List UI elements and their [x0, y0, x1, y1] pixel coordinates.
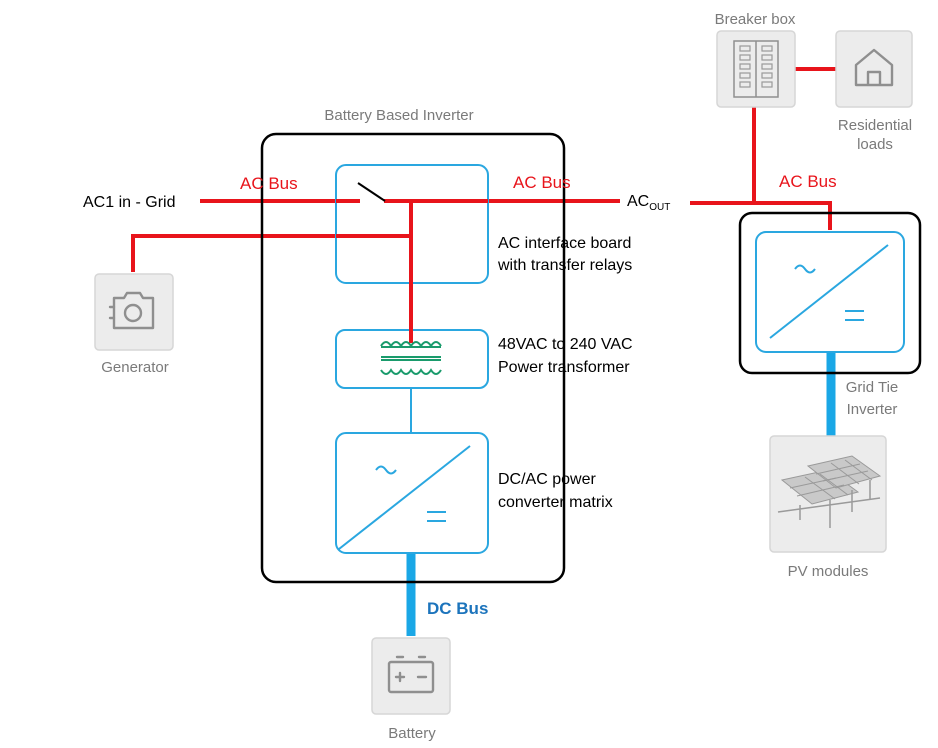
dc-ac-converter	[335, 432, 489, 554]
battery-inverter-title: Battery Based Inverter	[324, 107, 473, 124]
grid-tie-label-line1: Grid Tie	[846, 379, 899, 396]
inverter-icon	[338, 445, 471, 550]
dc-bus-wiring	[406, 351, 836, 636]
inverter-icon	[769, 244, 889, 339]
transformer-label-line2: Power transformer	[498, 359, 630, 376]
transformer-label-line1: 48VAC to 240 VAC	[498, 336, 633, 353]
dc-bus-label: DC Bus	[427, 599, 488, 618]
transfer-relay-switch	[357, 182, 386, 202]
converter-label-line1: DC/AC power	[498, 471, 596, 488]
breaker-panel-icon	[733, 40, 779, 98]
ac-out-label: ACOUT	[627, 193, 670, 213]
ac-bus-label-mid: AC Bus	[513, 173, 571, 192]
ac-bus-label-right: AC Bus	[779, 172, 837, 191]
breaker-box-label: Breaker box	[715, 11, 796, 28]
power-transformer	[335, 283, 489, 389]
transformer-icon	[380, 341, 442, 375]
ac-bus-label-left: AC Bus	[240, 174, 298, 193]
solar-panel-icon	[777, 455, 882, 528]
ac-interface-board	[335, 164, 489, 284]
generator-icon	[108, 291, 155, 330]
house-icon	[854, 48, 894, 87]
grid-tie-inverter	[755, 231, 905, 353]
battery-icon	[387, 655, 435, 694]
grid-tie-label-line2: Inverter	[847, 401, 898, 418]
residential-label-line2: loads	[857, 136, 893, 153]
battery-inverter-enclosure	[260, 132, 566, 584]
breaker-box: Breaker box	[715, 11, 796, 108]
ac1-grid-label: AC1 in - Grid	[83, 194, 175, 211]
ac-interface-label-line2: with transfer relays	[497, 257, 632, 274]
ac-interface-label-line1: AC interface board	[498, 235, 631, 252]
converter-label-line2: converter matrix	[498, 494, 613, 511]
residential-loads: Residential loads	[835, 30, 913, 153]
generator: Generator	[94, 273, 174, 376]
battery: Battery	[371, 637, 451, 742]
pv-modules: PV modules	[769, 435, 887, 580]
generator-label: Generator	[101, 359, 169, 376]
residential-label-line1: Residential	[838, 117, 912, 134]
battery-label: Battery	[388, 725, 436, 742]
pv-modules-label: PV modules	[788, 563, 869, 580]
grid-tie-enclosure	[738, 211, 922, 375]
